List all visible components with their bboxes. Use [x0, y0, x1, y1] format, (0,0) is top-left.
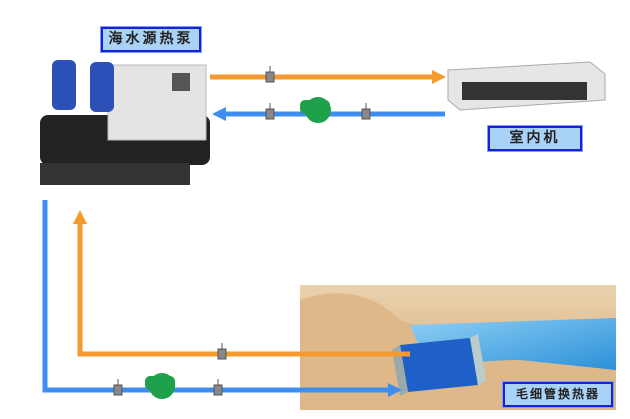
arrow-right-icon [432, 70, 446, 84]
indoor-unit-graphic [447, 61, 606, 111]
valve-icon [213, 384, 223, 396]
indoor-unit-label: 室内机 [488, 126, 582, 151]
valves [113, 66, 371, 396]
capillary-exchanger-graphic [392, 334, 486, 396]
pump-icon [300, 97, 331, 123]
supply-pipe-bottom [77, 224, 410, 357]
arrow-left-icon [212, 107, 226, 121]
valve-icon [113, 384, 123, 396]
arrow-up-icon [73, 210, 87, 224]
return-pipe-bottom [42, 200, 388, 393]
valve-icon [361, 108, 371, 120]
heat-pump-label: 海水源热泵 [101, 27, 201, 52]
valve-icon [265, 108, 275, 120]
valve-icon [265, 71, 275, 83]
capillary-exchanger-label: 毛细管换热器 [503, 382, 613, 407]
heat-pump-unit [40, 60, 210, 185]
valve-icon [217, 348, 227, 360]
pump-icon [145, 373, 175, 399]
pipes [42, 70, 446, 397]
arrow-right-icon [388, 383, 402, 397]
